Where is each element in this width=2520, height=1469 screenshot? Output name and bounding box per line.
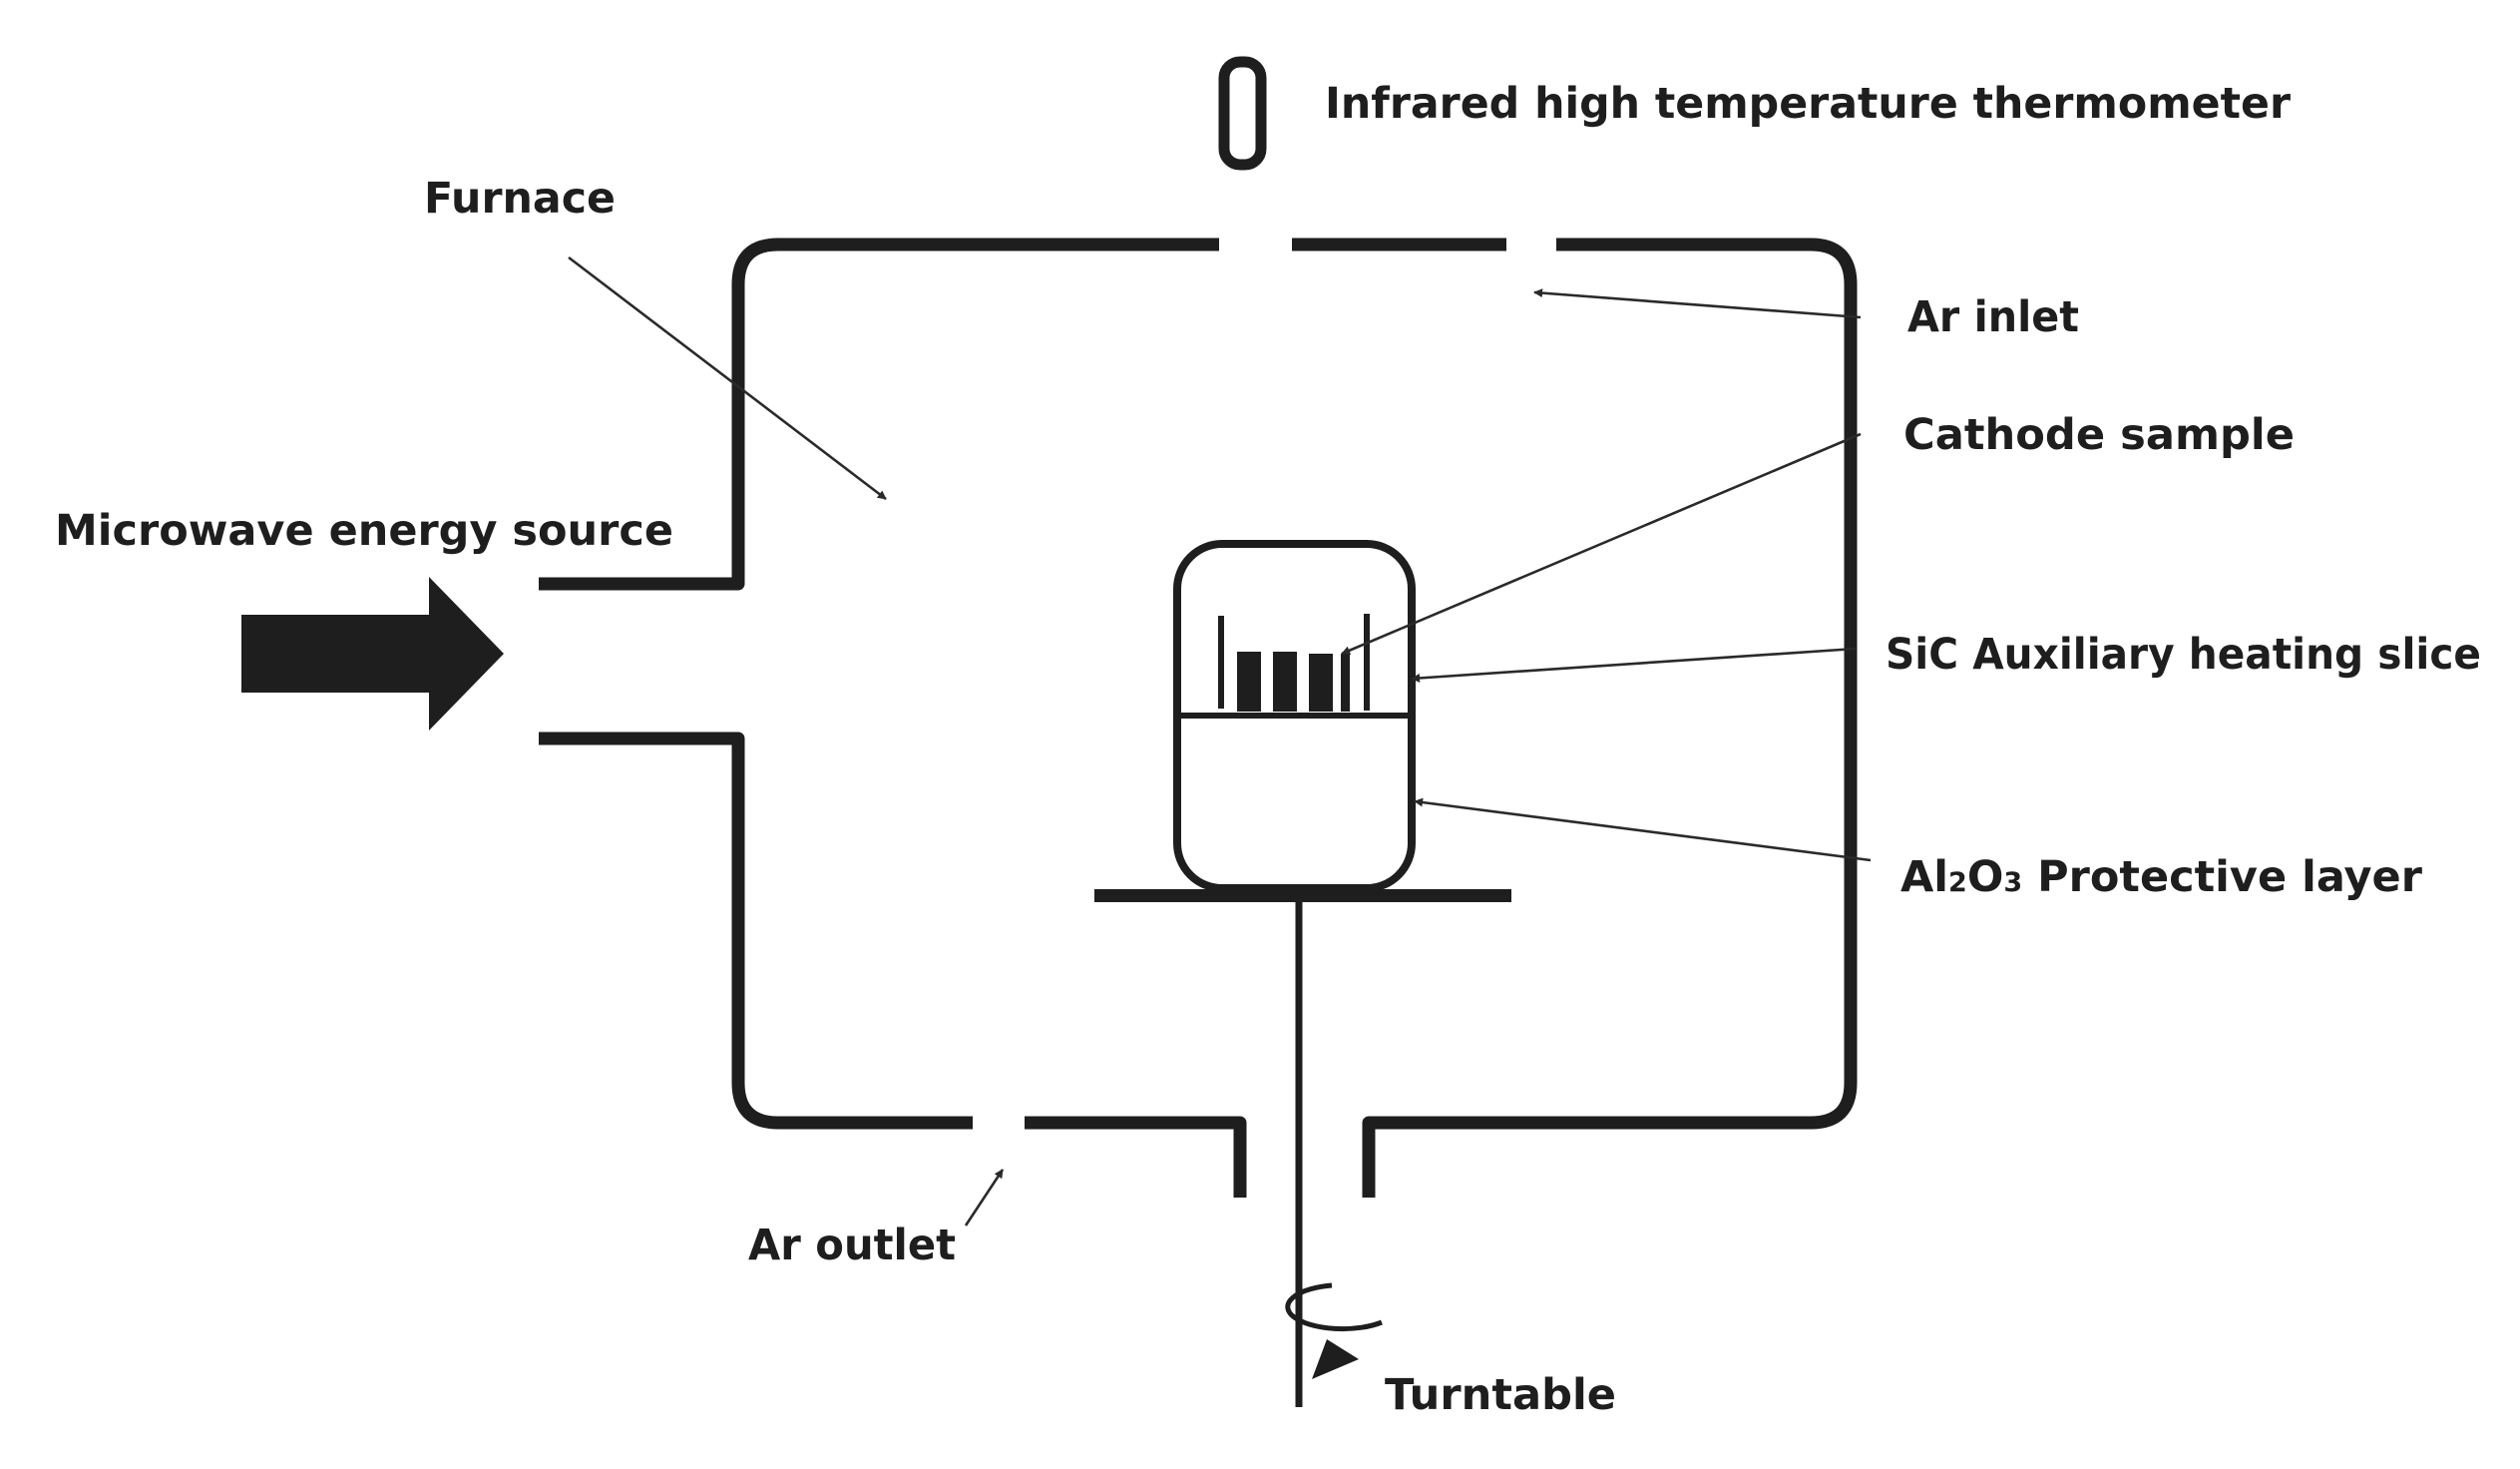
rotation-arrowhead-icon — [1312, 1339, 1359, 1379]
turntable-label: Turntable — [1385, 1370, 1616, 1420]
furnace-wall-bottom-middle — [1025, 1123, 1240, 1198]
protective-layer-leader — [1415, 801, 1871, 860]
turntable-platform — [1094, 889, 1511, 902]
furnace-wall-right — [1369, 245, 1851, 1198]
crucible — [1177, 544, 1412, 888]
furnace-wall-left-lower — [539, 738, 973, 1123]
furnace-label: Furnace — [424, 174, 616, 224]
ar-inlet-leader — [1534, 292, 1861, 317]
ar-inlet-label: Ar inlet — [1907, 292, 2079, 342]
furnace-leader — [569, 257, 886, 499]
cathode-sample-label: Cathode sample — [1903, 410, 2295, 460]
thermometer-sensor — [1224, 62, 1261, 165]
cathode-sample-leader — [1342, 434, 1861, 654]
microwave-source-label: Microwave energy source — [55, 506, 673, 556]
protective-layer-label: Al2O3 Protective layer — [1900, 852, 2423, 902]
thermometer-label: Infrared high temperature thermometer — [1325, 79, 2292, 129]
ar-outlet-leader — [966, 1170, 1003, 1225]
microwave-arrow-icon — [241, 577, 504, 731]
ar-outlet-label: Ar outlet — [748, 1221, 956, 1270]
sic-slice-label: SiC Auxiliary heating slice — [1886, 630, 2481, 680]
turntable-assembly — [1094, 889, 1511, 1407]
sic-slice-leader — [1412, 649, 1856, 679]
